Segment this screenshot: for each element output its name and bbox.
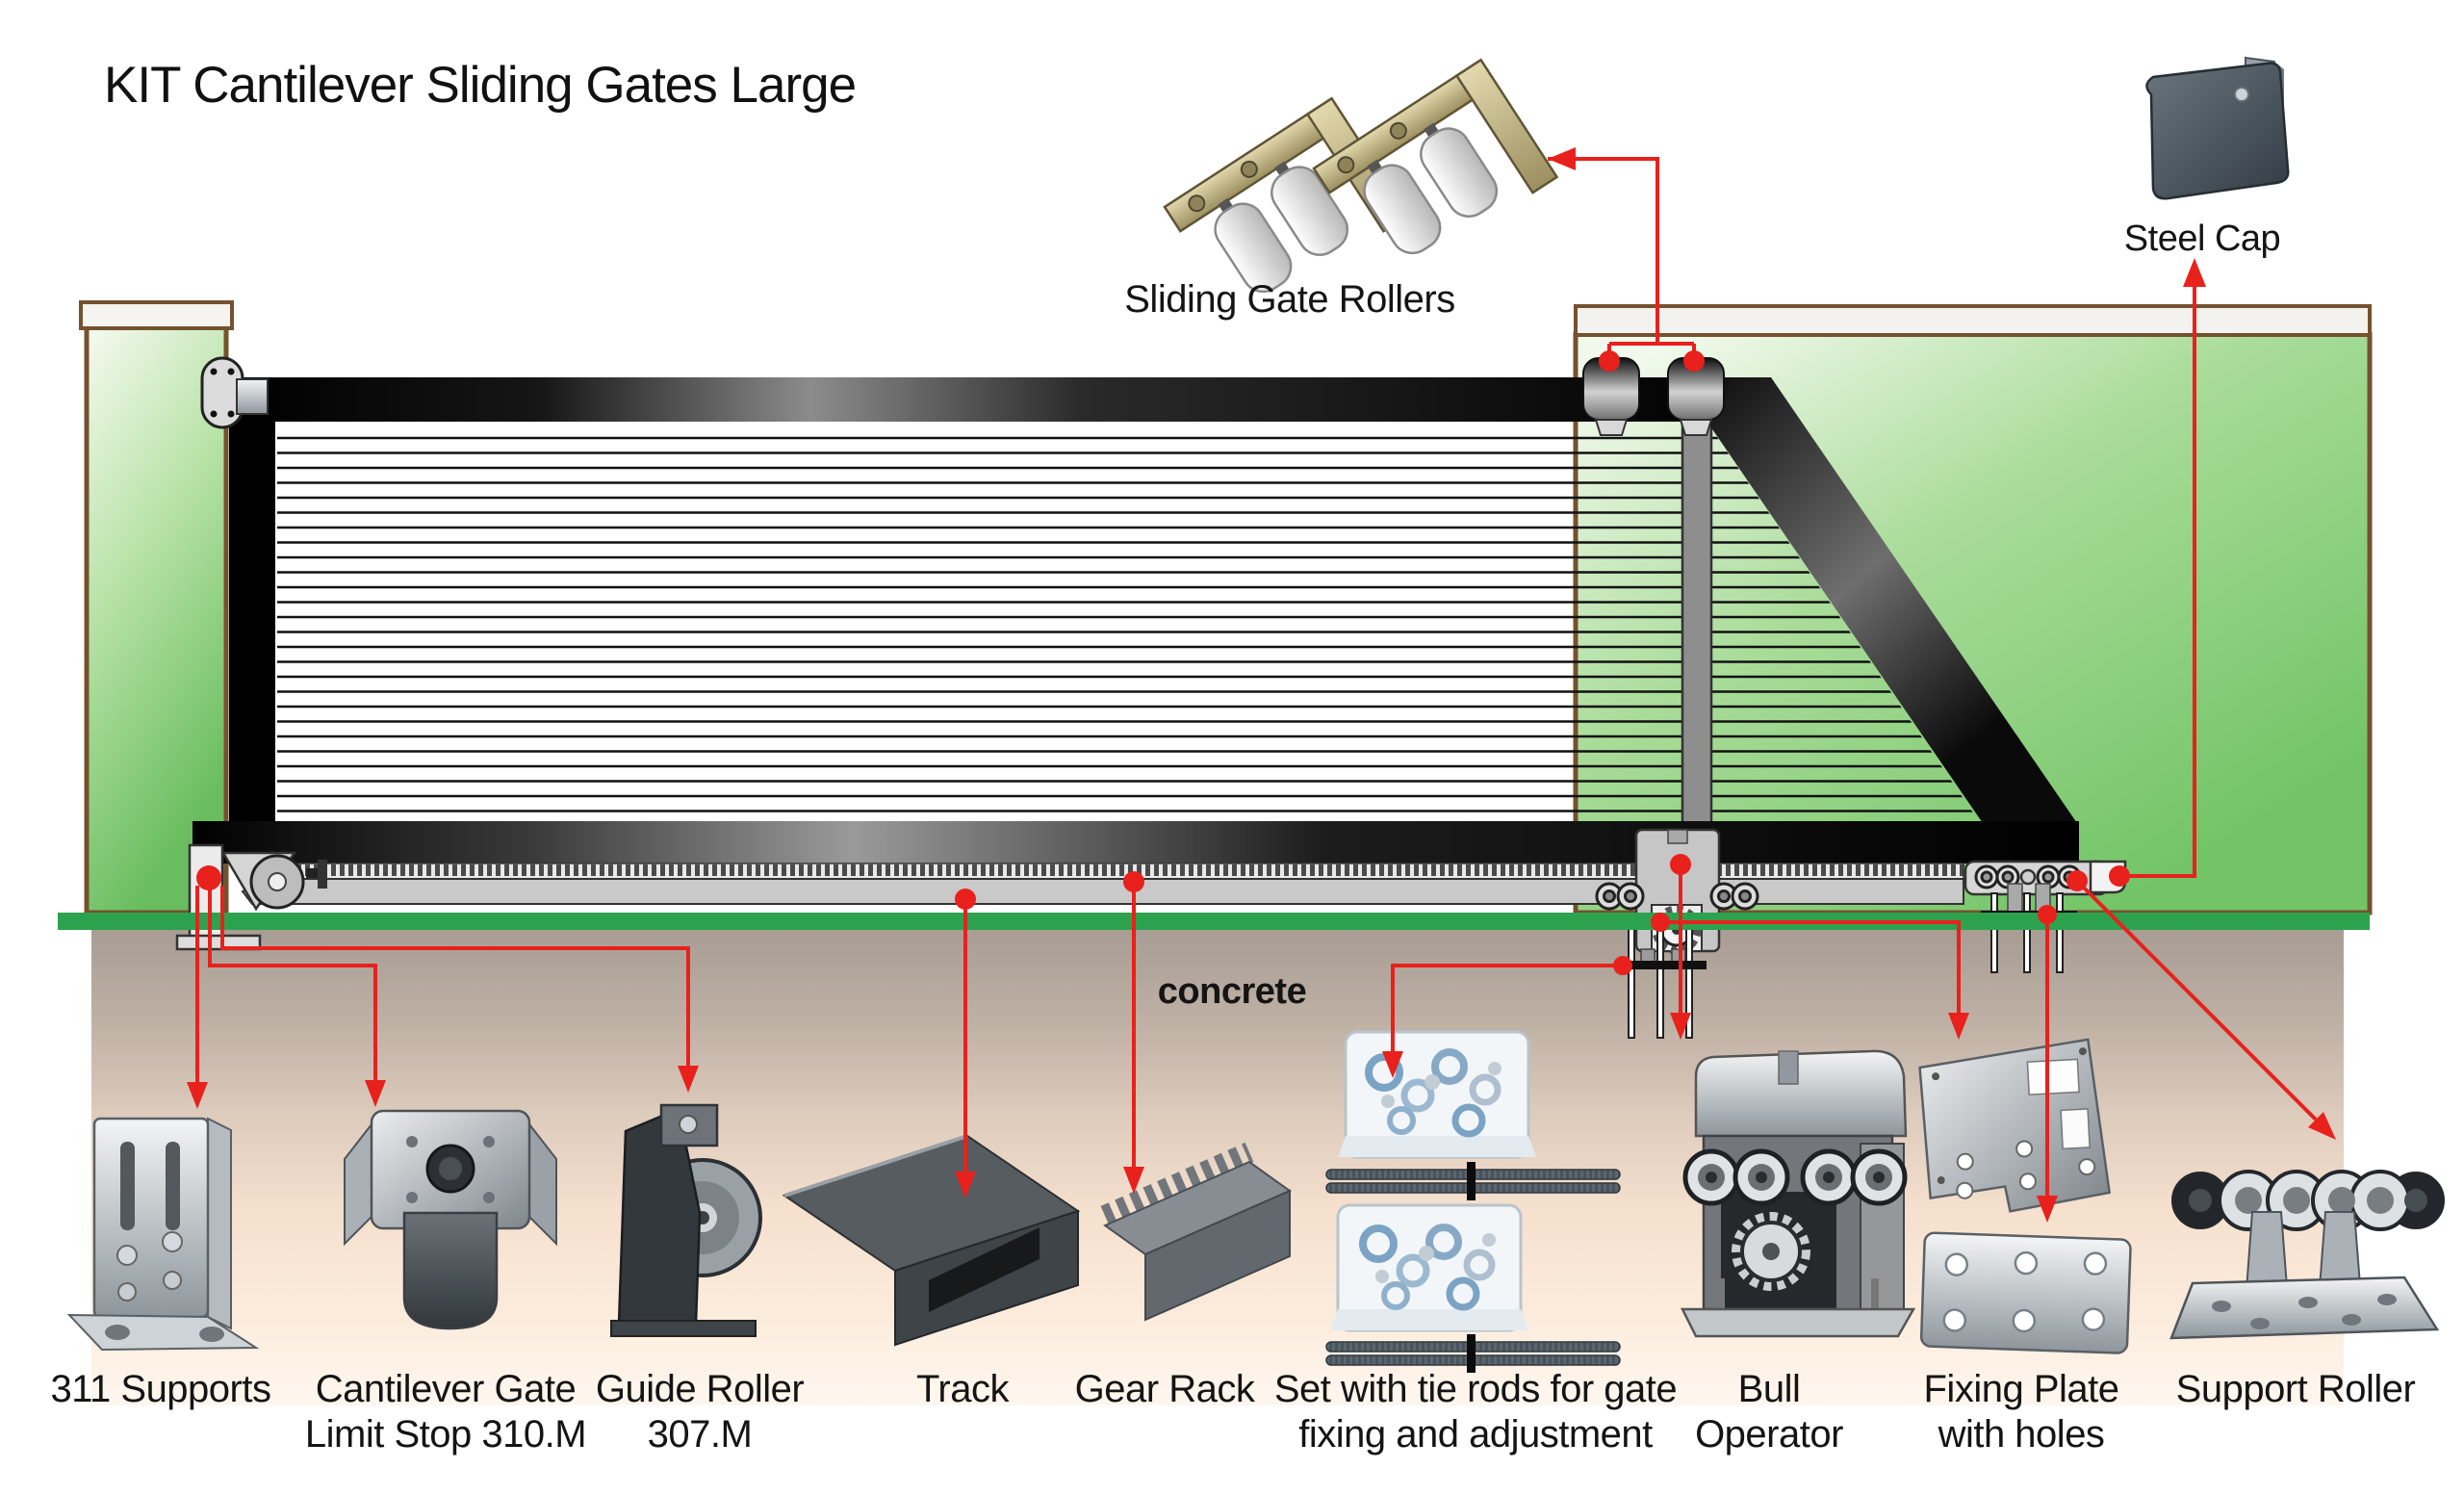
label-part-support-roller: Support Roller (2175, 1368, 2416, 1410)
label-sliding-gate-rollers: Sliding Gate Rollers (1124, 278, 1455, 321)
gate-infill-slats (277, 436, 1985, 812)
label-part-fixing-plate: Fixing Plate with holes (1923, 1368, 2119, 1456)
gate-frame (192, 377, 2079, 863)
callout-arrowheads (187, 147, 2336, 1223)
product-fixing-plate (1918, 1038, 2132, 1354)
label-part-gear-rack: Gear Rack (1074, 1368, 1255, 1410)
left-post (79, 300, 234, 915)
label-part-bull-operator: Bull Operator (1695, 1368, 1843, 1456)
product-limit-stop (344, 1109, 557, 1330)
label-part-track: Track (915, 1368, 1010, 1410)
label-part-311-supports: 311 Supports (50, 1368, 271, 1410)
gate-middle-upright (1681, 422, 1713, 828)
ground-strip (58, 913, 2370, 930)
product-track (782, 1134, 1081, 1347)
label-steel-cap: Steel Cap (2123, 219, 2281, 259)
callout-dots (196, 350, 2130, 975)
product-steel-cap (2145, 56, 2290, 200)
product-tie-rod-set (1325, 1030, 1621, 1373)
product-311-supports (66, 1117, 260, 1352)
product-sliding-gate-rollers (1163, 58, 1559, 294)
product-gear-rack (1100, 1142, 1293, 1322)
product-guide-roller (610, 1103, 762, 1337)
product-bull-operator (1680, 1049, 1916, 1338)
callout-lines (195, 157, 2318, 1198)
sliding-rollers-diagram (1582, 357, 1725, 436)
label-part-tie-rod-set: Set with tie rods for gate fixing and ad… (1273, 1368, 1678, 1456)
page-title: KIT Cantilever Sliding Gates Large (104, 57, 857, 114)
label-concrete: concrete (1157, 971, 1307, 1012)
post-mount-plate (200, 356, 269, 429)
label-part-guide-roller: Guide Roller 307.M (595, 1368, 805, 1456)
product-support-roller (2169, 1170, 2445, 1340)
label-part-limit-stop: Cantilever Gate Limit Stop 310.M (304, 1368, 587, 1456)
